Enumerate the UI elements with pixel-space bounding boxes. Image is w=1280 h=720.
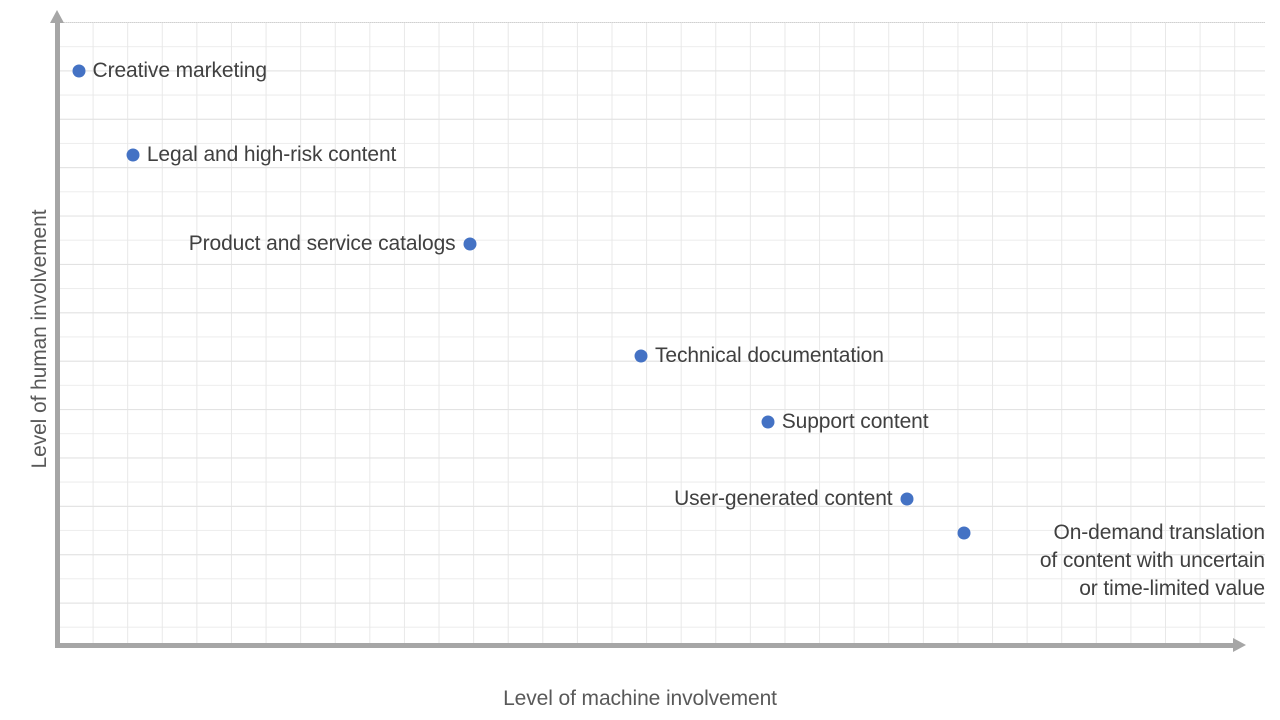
data-point-label: Support content [781, 409, 929, 433]
data-point-label: Technical documentation [654, 343, 884, 367]
data-point[interactable] [957, 526, 971, 540]
data-point-label: Product and service catalogs [188, 231, 456, 255]
data-point[interactable] [72, 64, 86, 78]
data-point[interactable] [463, 237, 477, 251]
x-axis-arrow-icon [1233, 638, 1246, 652]
data-point[interactable] [761, 415, 775, 429]
data-point-label: User-generated content [674, 487, 893, 511]
grid-major-lines [58, 22, 1265, 645]
y-axis-arrow-icon [50, 10, 64, 23]
y-axis-title: Level of human involvement [28, 209, 51, 469]
data-point[interactable] [126, 148, 140, 162]
data-point-label: On-demand translation of content with un… [1039, 521, 1265, 601]
data-point-label: Creative marketing [92, 58, 268, 82]
data-point-label: Legal and high-risk content [146, 142, 397, 166]
grid-top-border [58, 22, 1265, 24]
x-axis-title: Level of machine involvement [503, 687, 777, 710]
y-axis-line [55, 22, 60, 645]
data-point[interactable] [634, 349, 648, 363]
plot-area [58, 22, 1265, 645]
x-axis-line [55, 643, 1235, 648]
data-point[interactable] [900, 492, 914, 506]
